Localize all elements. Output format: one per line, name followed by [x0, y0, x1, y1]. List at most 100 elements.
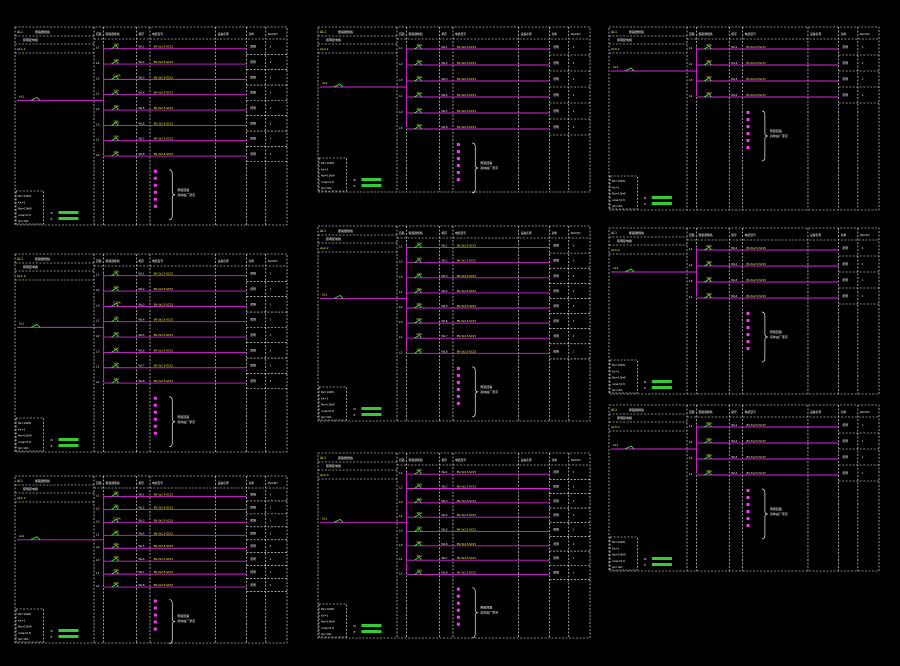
breaker-symbol — [111, 531, 119, 536]
breaker-rating-text: 16A — [416, 242, 422, 246]
circuit-tag-text: WL3 — [441, 77, 447, 81]
header-text: 断路器规格 — [35, 256, 50, 261]
circuit-tag-text: WL7 — [441, 556, 447, 560]
column-header-text: 断路器规格 — [699, 32, 713, 36]
load-power-text: 1 — [270, 137, 272, 141]
column-header-text: 断路器规格 — [106, 259, 120, 263]
column-header-text: 设备名称 — [521, 231, 532, 235]
reserved-dot — [456, 594, 460, 598]
reserved-bracket — [472, 587, 479, 639]
load-name-text: 照明 — [250, 152, 256, 156]
summary-box — [609, 536, 638, 571]
legend-text: E — [51, 444, 53, 448]
legend-bar — [651, 196, 672, 199]
breaker-rating-text: C16A — [113, 516, 121, 520]
summary-text: Pjs=10kW — [321, 620, 335, 624]
column-header-text: 设备名称 — [810, 410, 821, 414]
reserved-dot — [456, 380, 460, 384]
panel-frame — [14, 253, 288, 453]
reserved-note-text: 具体由厂家定 — [480, 165, 498, 170]
panel-sub-text: AL2-1 — [320, 47, 329, 51]
cable-spec-text: BV-3x2.5-SC15 — [457, 319, 477, 323]
panel-name-text: 照明配电箱 — [23, 264, 38, 269]
column-header-text: Pe(kW) — [268, 32, 278, 36]
panel-id-text: AL1 — [17, 479, 23, 483]
load-name-text: 照明 — [843, 61, 849, 65]
cable-spec-text: BV-3x2.5-SC15 — [747, 77, 767, 81]
reserved-note-text: 预留回路 — [480, 605, 492, 610]
load-name-text: 照明 — [553, 542, 559, 546]
column-header-text: 功率 — [551, 231, 557, 235]
cable-spec-text: BV-3x2.5-SC15 — [747, 93, 767, 97]
legend-bar — [651, 380, 672, 383]
cable-spec-text: BV-3x2.5-SC15 — [457, 244, 477, 248]
reserved-dot — [456, 601, 460, 605]
legend-bar — [651, 202, 672, 205]
feeder-label-text: AL1 — [613, 443, 618, 447]
column-header-text: 断路器规格 — [106, 32, 120, 36]
reserved-dot — [456, 150, 460, 153]
main-breaker-symbol — [30, 536, 41, 541]
breaker-rating-text: 16A — [706, 59, 712, 63]
breaker-symbol — [414, 499, 422, 504]
breaker-symbol — [414, 349, 422, 354]
load-name-text: 照明 — [250, 505, 256, 509]
panel-frame — [608, 404, 880, 572]
load-name-text: 照明 — [250, 75, 256, 79]
circuit-tag-text: WL4 — [138, 318, 144, 322]
reserved-bracket — [472, 366, 479, 418]
breaker-symbol — [414, 93, 422, 98]
cable-spec-text: BV-3x2.5-SC15 — [154, 137, 174, 141]
circuit-tag-text: WL3 — [731, 77, 737, 81]
column-header-text: Pe(kW) — [268, 259, 278, 263]
legend-bar — [651, 386, 672, 389]
header-text: 断路器规格 — [338, 29, 353, 34]
cable-spec-text: BV-3x2.5-SC15 — [154, 505, 174, 509]
cable-spec-text: BV-3x2.5-SC15 — [747, 471, 767, 475]
column-header-text: 相序 — [441, 231, 447, 235]
load-name-text: 照明 — [250, 379, 256, 383]
summary-text: Pe=10kW — [321, 390, 334, 394]
summary-box — [609, 359, 638, 394]
cable-spec-text: BV-3x2.5-SC15 — [747, 455, 767, 459]
reserved-dot — [746, 489, 750, 492]
reserved-note-text: 预留回路 — [480, 384, 492, 389]
load-power-text: 1 — [862, 294, 864, 298]
circuit-tag-text: WL2 — [138, 60, 144, 64]
load-name-text: 照明 — [250, 137, 256, 141]
reserved-dot — [153, 599, 157, 603]
summary-box — [318, 157, 347, 192]
column-header-text: Pe(kW) — [860, 32, 870, 36]
summary-text: Pjs=10kW — [18, 434, 32, 438]
reserved-dot — [153, 204, 157, 208]
summary-text: Kx=1 — [18, 200, 26, 204]
cable-spec-text: BV-3x2.5-SC15 — [457, 45, 477, 49]
panel-frame — [317, 452, 591, 639]
breaker-symbol — [704, 439, 712, 444]
panel-name-text: 照明配电箱 — [23, 486, 38, 491]
reserved-bracket — [761, 488, 768, 540]
breaker-symbol — [414, 45, 422, 50]
main-breaker-symbol — [624, 445, 635, 450]
breaker-rating-text: 16A — [706, 75, 712, 79]
breaker-symbol — [414, 484, 422, 489]
legend-bar — [361, 630, 382, 633]
load-name-text: 照明 — [553, 259, 559, 263]
summary-text: Pjs=10kW — [612, 192, 626, 196]
phase-text: L2 — [399, 110, 403, 114]
circuit-tag-text: WL2 — [138, 505, 144, 509]
phase-text: L2 — [689, 440, 693, 444]
cable-spec-text: BV-3x2.5-SC15 — [154, 75, 174, 79]
breaker-symbol — [414, 556, 422, 561]
load-power-text: 1 — [270, 75, 272, 79]
load-power-text: 1 — [270, 544, 272, 548]
breaker-rating-text: 16A — [416, 272, 422, 276]
cable-spec-text: BV-3x2.5-SC15 — [457, 556, 477, 560]
load-power-text: 1 — [573, 334, 575, 338]
circuit-tag-text: WL1 — [441, 470, 447, 474]
circuit-tag-text: WL3 — [138, 302, 144, 306]
phase-text: L3 — [96, 122, 100, 126]
column-header-text: 回路 — [96, 259, 102, 263]
circuit-tag-text: WL7 — [441, 334, 447, 338]
phase-text: L3 — [399, 78, 403, 82]
